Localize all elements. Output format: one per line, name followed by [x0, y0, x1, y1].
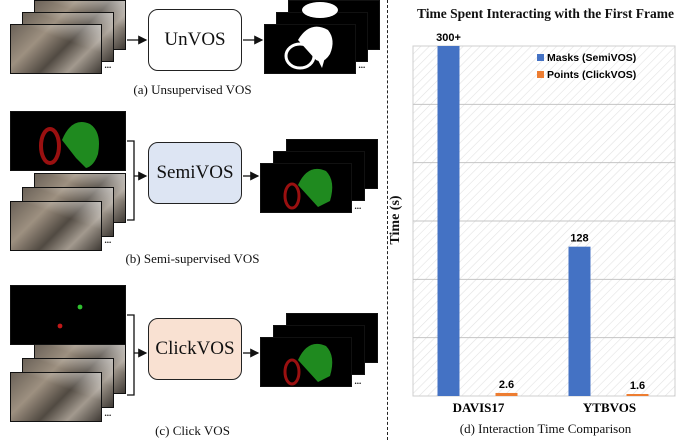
data-label: 2.6 — [499, 379, 514, 391]
bar-ytbvos-points — [626, 394, 649, 396]
unvos-pipeline: ... UnVOS ... (a) Unsupervised VOS — [0, 0, 385, 100]
ellipsis: ... — [354, 197, 362, 212]
unvos-label: UnVOS — [164, 29, 226, 50]
legend-label: Points (ClickVOS) — [547, 69, 636, 81]
x-tick-label: YTBVOS — [583, 400, 636, 415]
unvos-box: UnVOS — [148, 9, 242, 71]
data-label: 1.6 — [630, 380, 645, 392]
semivos-label: SemiVOS — [156, 162, 234, 183]
x-tick-label: DAVIS17 — [453, 400, 505, 415]
dashed-divider — [387, 0, 388, 440]
bracket — [127, 140, 146, 221]
semivos-output-mask — [283, 168, 333, 210]
video-frame — [10, 372, 102, 422]
bar-davis17-masks — [437, 46, 460, 396]
semivos-box: SemiVOS — [148, 142, 242, 204]
data-label: 300+ — [436, 32, 461, 44]
ellipsis: ... — [354, 372, 362, 387]
semivos-caption: (b) Semi-supervised VOS — [125, 251, 260, 266]
clickvos-label: ClickVOS — [155, 338, 235, 359]
legend-swatch — [537, 71, 544, 78]
video-frame — [10, 24, 102, 74]
bar-ytbvos-masks — [568, 246, 591, 396]
legend-label: Masks (SemiVOS) — [547, 52, 636, 64]
ellipsis: ... — [104, 404, 112, 419]
bar-davis17-points — [495, 392, 518, 396]
legend-swatch — [537, 54, 544, 61]
unvos-caption: (a) Unsupervised VOS — [133, 82, 252, 97]
green-click-point — [77, 304, 83, 310]
video-frame — [10, 201, 102, 251]
chart-title: Time Spent Interacting with the First Fr… — [417, 6, 674, 21]
semivos-first-mask — [39, 122, 99, 168]
ellipsis: ... — [358, 56, 366, 71]
clickvos-caption: (c) Click VOS — [155, 423, 230, 438]
bracket — [127, 314, 146, 396]
data-label: 128 — [570, 233, 588, 245]
ellipsis: ... — [104, 231, 112, 246]
clickvos-output-mask — [283, 343, 333, 386]
chart-caption: (d) Interaction Time Comparison — [459, 421, 632, 436]
white-mask-shapes — [284, 2, 338, 70]
ellipsis: ... — [104, 56, 112, 71]
red-click-point — [57, 323, 63, 329]
